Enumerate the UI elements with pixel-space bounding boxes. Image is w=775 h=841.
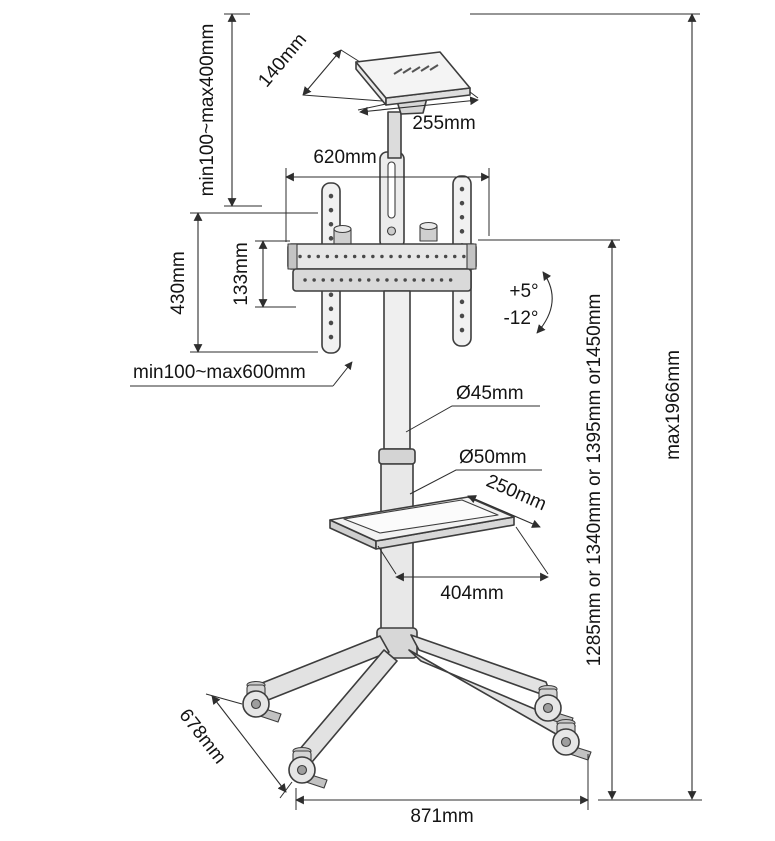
upper-column-tube (383, 290, 411, 450)
crossbar-right-cap (466, 243, 477, 270)
dim-column-height-options: 1285mm or 1340mm or 1395mm or1450mm (478, 239, 620, 800)
dim-tray-height-range: min100~max400mm (197, 13, 262, 207)
tilt-knob-left (333, 224, 352, 245)
dim-overall-max-height: max1966mm (598, 13, 702, 801)
dim-base-width: 871mm (295, 754, 589, 827)
dim-label-crossbar-width: 620mm (313, 147, 376, 168)
strip-screw (386, 226, 397, 236)
crossbar-upper (287, 243, 477, 270)
tv-stand-illustration (242, 51, 592, 789)
top-tray (355, 51, 471, 115)
lower-column-tube (380, 463, 414, 637)
dim-label-base-depth: 678mm (175, 705, 231, 768)
dim-vesa-width-range: min100~max600mm (130, 361, 353, 387)
crossbar-lower (292, 268, 472, 292)
column-collar (378, 448, 416, 465)
dim-label-tray-depth: 140mm (254, 29, 311, 91)
dim-label-bracket-height: 430mm (168, 251, 189, 314)
dim-tilt-angle: +5° -12° (503, 271, 553, 334)
dim-label-vesa-width-range: min100~max600mm (133, 362, 306, 383)
dim-label-base-width: 871mm (410, 806, 473, 827)
dim-crossbar-width: 620mm (285, 147, 490, 242)
dim-tray-width: 255mm (357, 91, 479, 134)
caster-front-right (552, 718, 592, 761)
dim-label-overall-max-height: max1966mm (663, 350, 684, 460)
caster-front-left (288, 746, 328, 789)
tray-top-surface (355, 51, 471, 99)
top-pole (387, 111, 402, 159)
tilt-knob-right (419, 221, 438, 242)
dim-label-crossbar-height: 133mm (231, 242, 252, 305)
dim-bracket-height: 430mm (168, 212, 318, 353)
dimension-annotations: 140mm min100~max400mm 255mm 620mm 4 (130, 13, 702, 827)
dim-lower-column-diameter: Ø50mm (409, 447, 542, 495)
crossbar-left-cap (287, 243, 298, 270)
dim-base-depth: 678mm (175, 693, 293, 799)
dim-shelf-width: 404mm (377, 526, 549, 604)
dim-upper-column-diameter: Ø45mm (405, 383, 540, 433)
dim-label-column-height-options: 1285mm or 1340mm or 1395mm or1450mm (584, 294, 605, 667)
dim-label-tilt-down: -12° (503, 308, 538, 329)
dim-label-shelf-width: 404mm (440, 583, 503, 604)
tilt-arc (536, 271, 553, 334)
tray-vent-slots (393, 64, 439, 75)
dim-label-upper-column-diameter: Ø45mm (456, 383, 524, 404)
dim-crossbar-height: 133mm (231, 240, 296, 308)
center-extension-strip (379, 151, 405, 249)
dim-label-lower-column-diameter: Ø50mm (459, 447, 527, 468)
dim-label-tilt-up: +5° (509, 281, 538, 302)
dim-label-tray-width: 255mm (412, 113, 475, 134)
caster-back-right (534, 684, 574, 727)
middle-shelf (329, 496, 515, 550)
dim-label-tray-height-range: min100~max400mm (197, 24, 218, 197)
